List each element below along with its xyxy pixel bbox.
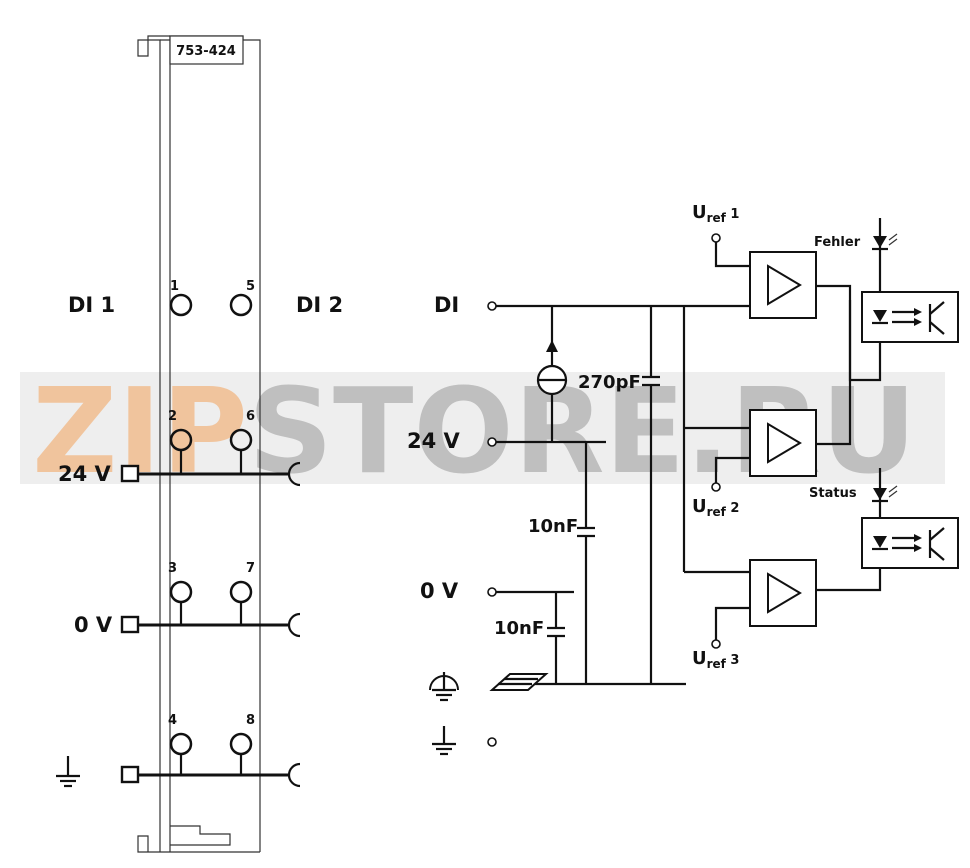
rail-24v-label: 24 V bbox=[58, 462, 112, 486]
capacitor-10nf-2-label: 10nF bbox=[494, 618, 544, 639]
capacitor-10nf-1-label: 10nF bbox=[528, 516, 578, 537]
din-rail-icon bbox=[489, 673, 549, 691]
capacitor-270pf-icon bbox=[642, 375, 660, 387]
optocoupler-1 bbox=[861, 291, 959, 343]
capacitor-10nf-2-icon bbox=[547, 626, 565, 638]
uref-3-node bbox=[711, 639, 721, 649]
uref-2-node bbox=[711, 482, 721, 492]
terminal-4 bbox=[169, 732, 193, 756]
di-input-label: DI bbox=[434, 293, 459, 317]
schematic-wires bbox=[496, 218, 882, 686]
error-led-icon bbox=[872, 233, 898, 251]
watermark-part-1: ZIP bbox=[32, 362, 248, 500]
comparator-2 bbox=[749, 409, 817, 477]
terminal-8 bbox=[229, 732, 253, 756]
terminal-7-num: 7 bbox=[246, 561, 255, 576]
terminal-3-num: 3 bbox=[168, 561, 177, 576]
terminal-8-num: 8 bbox=[246, 713, 255, 728]
terminal-7 bbox=[229, 580, 253, 604]
terminal-1 bbox=[169, 293, 193, 317]
ground-node bbox=[487, 737, 497, 747]
module-outline: 753-424 bbox=[137, 35, 261, 853]
terminal-2-num: 2 bbox=[168, 409, 177, 424]
ground-icon bbox=[56, 756, 80, 788]
uref-1-label: Uref 1 bbox=[692, 202, 739, 225]
terminal-1-num: 1 bbox=[170, 279, 179, 294]
uref-2-label: Uref 2 bbox=[692, 496, 739, 519]
current-source-icon bbox=[536, 340, 568, 396]
terminal-3 bbox=[169, 580, 193, 604]
di2-label: DI 2 bbox=[296, 293, 343, 317]
part-number-box bbox=[169, 35, 244, 65]
supply-0v-label: 0 V bbox=[420, 579, 459, 603]
status-led-icon bbox=[872, 485, 898, 503]
terminal-5 bbox=[229, 293, 253, 317]
error-led-label: Fehler bbox=[814, 235, 861, 250]
optocoupler-2 bbox=[861, 517, 959, 569]
comparator-3 bbox=[749, 559, 817, 627]
terminal-4-num: 4 bbox=[168, 713, 177, 728]
supply-0v-node bbox=[487, 587, 497, 597]
rail-0v-label: 0 V bbox=[74, 613, 113, 637]
protective-earth-icon bbox=[429, 672, 459, 702]
status-led-label: Status bbox=[809, 486, 857, 501]
capacitor-10nf-1-icon bbox=[577, 526, 595, 538]
uref-3-label: Uref 3 bbox=[692, 648, 739, 671]
terminal-6-num: 6 bbox=[246, 409, 255, 424]
rail-ground bbox=[120, 732, 301, 788]
comparator-1 bbox=[749, 251, 817, 319]
capacitor-270pf-label: 270pF bbox=[578, 372, 641, 393]
di-input-node bbox=[487, 301, 497, 311]
part-number: 753-424 bbox=[176, 44, 236, 59]
uref-1-node bbox=[711, 233, 721, 243]
rail-0v bbox=[120, 580, 301, 638]
supply-24v-label: 24 V bbox=[407, 429, 461, 453]
ground-icon-schematic bbox=[432, 726, 456, 756]
supply-24v-node bbox=[487, 437, 497, 447]
terminal-5-num: 5 bbox=[246, 279, 255, 294]
rail-24v bbox=[120, 428, 301, 487]
di1-label: DI 1 bbox=[68, 293, 115, 317]
